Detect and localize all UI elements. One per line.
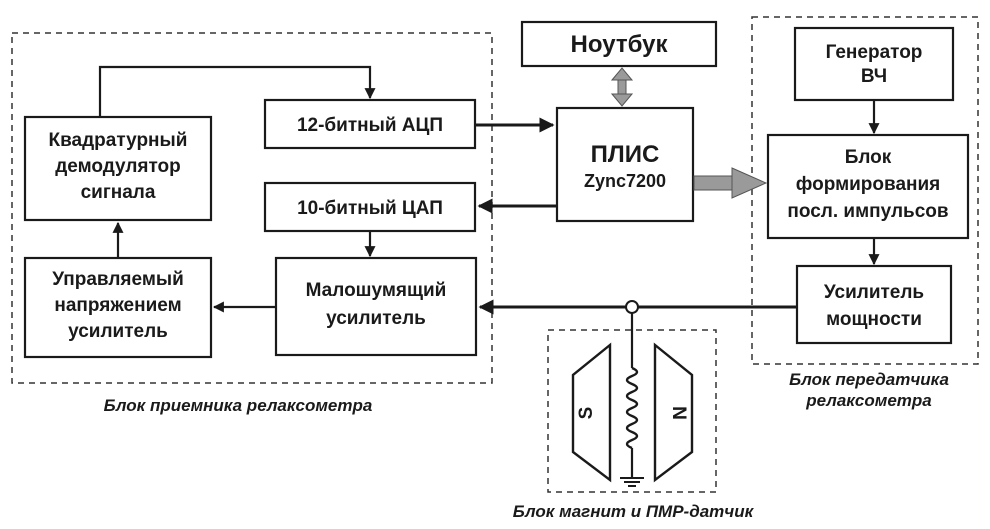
vga-label-line3: усилитель	[68, 321, 168, 342]
vga-label-line2: напряжением	[54, 295, 181, 316]
adc-block: 12-битный АЦП	[263, 98, 477, 150]
fpga-label-line1: ПЛИС	[591, 141, 660, 168]
pulse-former-block: Блок формирования посл. импульсов	[766, 133, 970, 240]
generator-label-line1: Генератор	[826, 42, 923, 63]
notebook-fpga-bus-arrow	[610, 67, 634, 107]
demodulator-block: Квадратурный демодулятор сигнала	[23, 115, 213, 222]
vga-block: Управляемый напряжением усилитель	[23, 256, 213, 359]
adc-label: 12-битный АЦП	[297, 115, 443, 136]
ground-icon	[620, 477, 644, 487]
demodulator-to-adc-arrow	[98, 65, 376, 117]
vga-label-line1: Управляемый	[52, 269, 184, 290]
pulse-former-label-line3: посл. импульсов	[787, 201, 948, 222]
magnet-south-pole: S	[571, 342, 612, 483]
lna-label-line1: Малошумящий	[306, 280, 447, 301]
pulse-former-label-line1: Блок	[845, 147, 892, 168]
south-pole-label: S	[576, 407, 597, 420]
receiver-group-caption: Блок приемника релаксометра	[104, 396, 373, 415]
generator-block: Генератор ВЧ	[793, 26, 955, 102]
probe-coil	[625, 300, 639, 478]
fpga-block: ПЛИС Zync7200	[555, 106, 695, 223]
demodulator-label-line2: демодулятор	[55, 156, 181, 177]
north-pole-label: N	[668, 406, 689, 420]
notebook-block: Ноутбук	[520, 20, 718, 68]
power-amplifier-label-line1: Усилитель	[824, 282, 924, 303]
fpga-former-bus-arrow	[693, 167, 768, 199]
demodulator-label-line1: Квадратурный	[49, 130, 188, 151]
notebook-label: Ноутбук	[571, 31, 669, 58]
transmitter-group-caption-line2: релаксометра	[805, 391, 932, 410]
power-amplifier-block: Усилитель мощности	[795, 264, 953, 345]
fpga-label-line2: Zync7200	[584, 171, 666, 191]
generator-label-line2: ВЧ	[861, 66, 887, 87]
demodulator-label-line3: сигнала	[81, 182, 156, 203]
pulse-former-label-line2: формирования	[796, 174, 941, 195]
transmitter-group-border	[751, 16, 979, 365]
transmitter-group-caption-line1: Блок передатчика	[789, 370, 949, 389]
dac-block: 10-битный ЦАП	[263, 181, 477, 233]
lna-block: Малошумящий усилитель	[274, 256, 478, 357]
magnet-north-pole: N	[653, 342, 694, 483]
magnet-group-caption: Блок магнит и ПМР-датчик	[513, 502, 755, 521]
dac-label: 10-битный ЦАП	[297, 198, 443, 219]
lna-label-line2: усилитель	[326, 308, 426, 329]
power-amplifier-label-line2: мощности	[826, 309, 922, 330]
